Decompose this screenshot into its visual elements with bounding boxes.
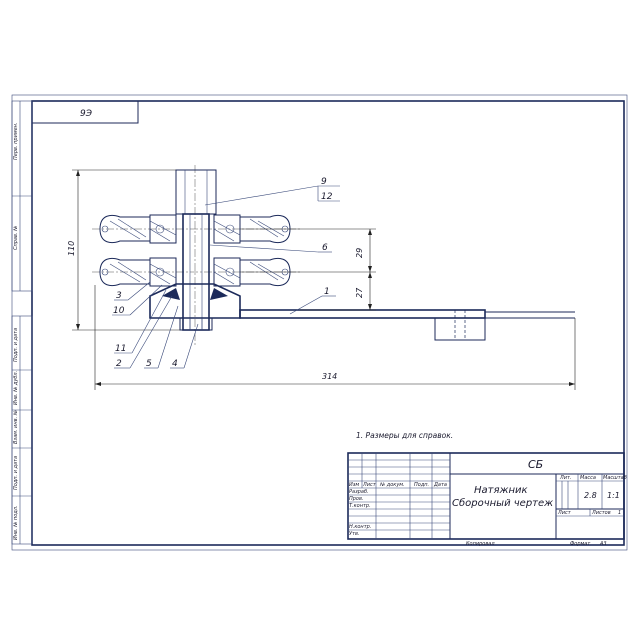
change-header-3: Подп. bbox=[414, 482, 429, 488]
side-label-5: Подп. и дата bbox=[13, 456, 19, 490]
sheet-label: Лист bbox=[557, 510, 572, 516]
dim-upper: 29 bbox=[355, 248, 364, 258]
side-label-0: Перв. примен. bbox=[13, 122, 19, 160]
shaft-head bbox=[175, 169, 217, 215]
dimensions: 110 29 27 314 bbox=[67, 169, 576, 390]
left-margin-strip: Перв. примен. Справ. № Подп. и дата Инв.… bbox=[11, 100, 33, 545]
change-header-4: Дата bbox=[433, 482, 447, 488]
change-header-2: № докум. bbox=[379, 482, 405, 488]
copied-label: Копировал bbox=[466, 541, 495, 547]
balloon-6: 6 bbox=[322, 243, 328, 253]
assembly-view bbox=[92, 165, 575, 345]
col-header-mass: Масса bbox=[580, 475, 596, 481]
balloon-1: 1 bbox=[324, 287, 330, 297]
format-label: Формат bbox=[570, 541, 591, 547]
side-label-4: Взам. инв. № bbox=[13, 410, 19, 444]
balloon-9: 9 bbox=[321, 177, 327, 187]
balloon-5: 5 bbox=[146, 359, 152, 369]
title-block: Изм Лист № докум. Подп. Дата Разраб. Про… bbox=[347, 452, 627, 540]
base-block bbox=[149, 283, 241, 319]
col-header-scale: Масштаб bbox=[603, 475, 627, 481]
title-line-2: Сборочный чертеж bbox=[452, 497, 553, 509]
sheets-label: Листов bbox=[591, 510, 611, 516]
sheet-edge bbox=[11, 94, 628, 551]
side-label-6: Инв. № подл. bbox=[13, 506, 19, 541]
role-1: Пров. bbox=[349, 496, 364, 502]
dim-height: 110 bbox=[67, 241, 76, 256]
mass-value: 2.8 bbox=[584, 491, 597, 500]
role-0: Разраб. bbox=[349, 489, 369, 495]
sheets-count: 1 bbox=[618, 510, 621, 516]
role-5: Утв. bbox=[349, 531, 360, 537]
balloon-4: 4 bbox=[172, 359, 178, 369]
bar-bracket bbox=[434, 317, 486, 341]
corner-code-box: 9Э bbox=[31, 100, 139, 124]
balloon-10: 10 bbox=[113, 306, 125, 316]
side-label-1: Справ. № bbox=[13, 226, 19, 250]
side-label-3: Инв. № дубл. bbox=[13, 371, 19, 405]
title-line-1: Натяжник bbox=[474, 485, 528, 496]
svg-text:9Э: 9Э bbox=[80, 109, 93, 119]
side-label-2: Подп. и дата bbox=[13, 328, 19, 362]
part-leaders: 9 12 6 1 3 10 11 2 5 4 bbox=[112, 177, 340, 369]
role-2: Т.контр. bbox=[349, 503, 371, 509]
drawing-note: 1. Размеры для справок. bbox=[356, 431, 453, 440]
balloon-2: 2 bbox=[116, 359, 122, 369]
balloon-3: 3 bbox=[116, 291, 122, 301]
scale-value: 1:1 bbox=[607, 491, 620, 500]
change-header-1: Лист bbox=[362, 482, 377, 488]
col-header-lit: Лит. bbox=[559, 475, 572, 481]
dim-length: 314 bbox=[322, 372, 337, 381]
document-code: СБ bbox=[528, 458, 543, 471]
bottom-nut bbox=[179, 317, 213, 331]
format-value: А3 bbox=[599, 541, 607, 547]
balloon-11: 11 bbox=[115, 344, 126, 354]
balloon-12: 12 bbox=[321, 192, 333, 202]
role-4: Н.контр. bbox=[349, 524, 371, 530]
drawing-frame bbox=[31, 100, 625, 546]
tension-bar bbox=[239, 309, 486, 319]
dim-lower: 27 bbox=[355, 287, 364, 298]
change-header-0: Изм bbox=[349, 482, 359, 488]
